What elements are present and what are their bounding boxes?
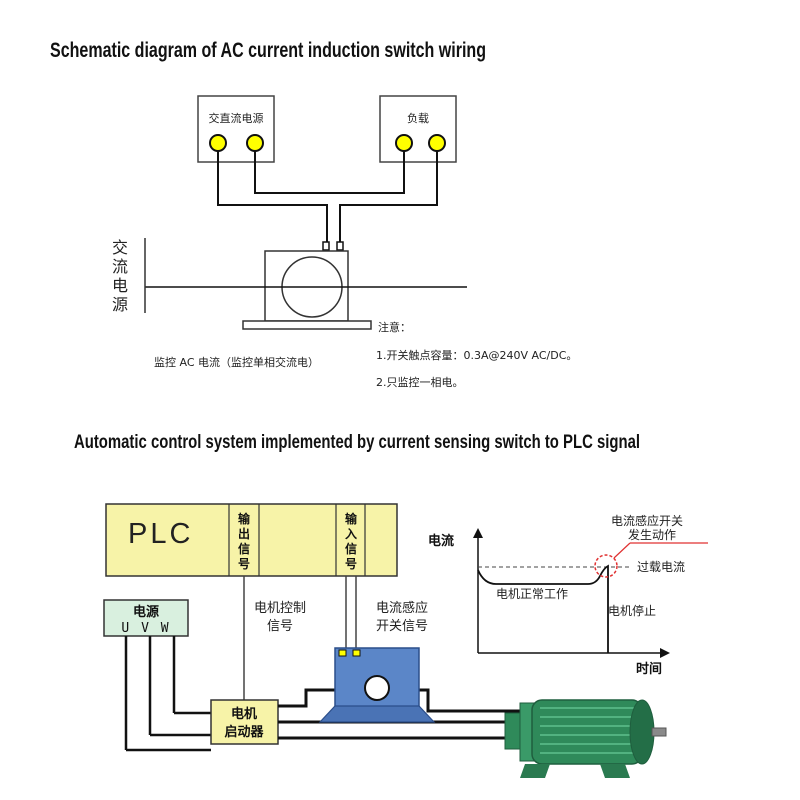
current-time-graph: 电流 时间 电机正常工作 电机停止 过载电流 电流感应开关 发生动作 [428,513,708,677]
plc-input-3: 信 [345,541,357,556]
plc-input-1: 输 [345,511,358,526]
plc-output-2: 出 [238,526,250,541]
top-title: Schematic diagram of AC current inductio… [50,39,486,62]
ac-source: 交 流 电 源 [112,238,146,314]
load-terminal-left [395,134,413,152]
graph-overload-label: 过载电流 [637,560,685,574]
bottom-title: Automatic control system implemented by … [74,432,640,453]
power-label: 电源 [133,604,159,620]
ac-source-char-2: 流 [112,257,128,276]
motor-signal-line-2: 信号 [267,619,293,634]
motor-signal-line-1: 电机控制 [254,601,306,616]
power-terminal-left [209,134,227,152]
plc-label: PLC [128,518,193,550]
plc-input-4: 号 [345,556,357,571]
power-supply-label: 交直流电源 [209,111,264,125]
load-box: 负载 [379,95,457,163]
note-2: 2.只监控一相电。 [376,375,464,389]
monitor-caption: 监控 AC 电流（监控单相交流电） [154,355,319,369]
graph-ylabel: 电流 [428,533,454,549]
current-sensor-switch [318,647,436,723]
power-uvw-box: 电源 U V W [103,599,189,637]
trigger-point-circle [594,554,618,578]
power-terminal-right [246,134,264,152]
graph-normal-label: 电机正常工作 [496,587,568,601]
sensor-signal-line-1: 电流感应 [376,600,428,616]
sensor-signal-line-2: 开关信号 [376,619,428,634]
notes-title: 注意： [378,320,411,334]
starter-line-1: 电机 [231,706,257,722]
plc-output-3: 信 [238,541,250,556]
power-phases: U V W [121,621,170,636]
ac-source-char-3: 电 [112,276,128,295]
plc-input-2: 入 [345,527,357,541]
load-label: 负载 [407,111,429,125]
graph-stop-label: 电机停止 [608,603,656,618]
plc-output-1: 输 [238,511,251,526]
starter-line-2: 启动器 [224,724,264,740]
motor [504,699,667,778]
ac-source-char-4: 源 [112,295,128,314]
plc-unit: PLC 输 出 信 号 输 入 信 号 [105,503,398,577]
plc-output-4: 号 [238,556,250,571]
load-terminal-right [428,134,446,152]
graph-trigger-line-2: 发生动作 [628,527,676,542]
top-wiring [217,151,438,244]
sensor-switch-top [242,241,372,330]
power-supply-box: 交直流电源 [197,95,275,163]
graph-xlabel: 时间 [636,661,662,677]
trigger-pointer [613,542,631,559]
phase-lines [124,636,211,752]
current-curve [477,564,609,653]
ac-source-char-1: 交 [112,238,128,257]
motor-starter: 电机 启动器 [210,699,279,745]
graph-trigger-line-1: 电流感应开关 [611,513,683,528]
note-1: 1.开关触点容量：0.3A@240V AC/DC。 [376,348,577,362]
